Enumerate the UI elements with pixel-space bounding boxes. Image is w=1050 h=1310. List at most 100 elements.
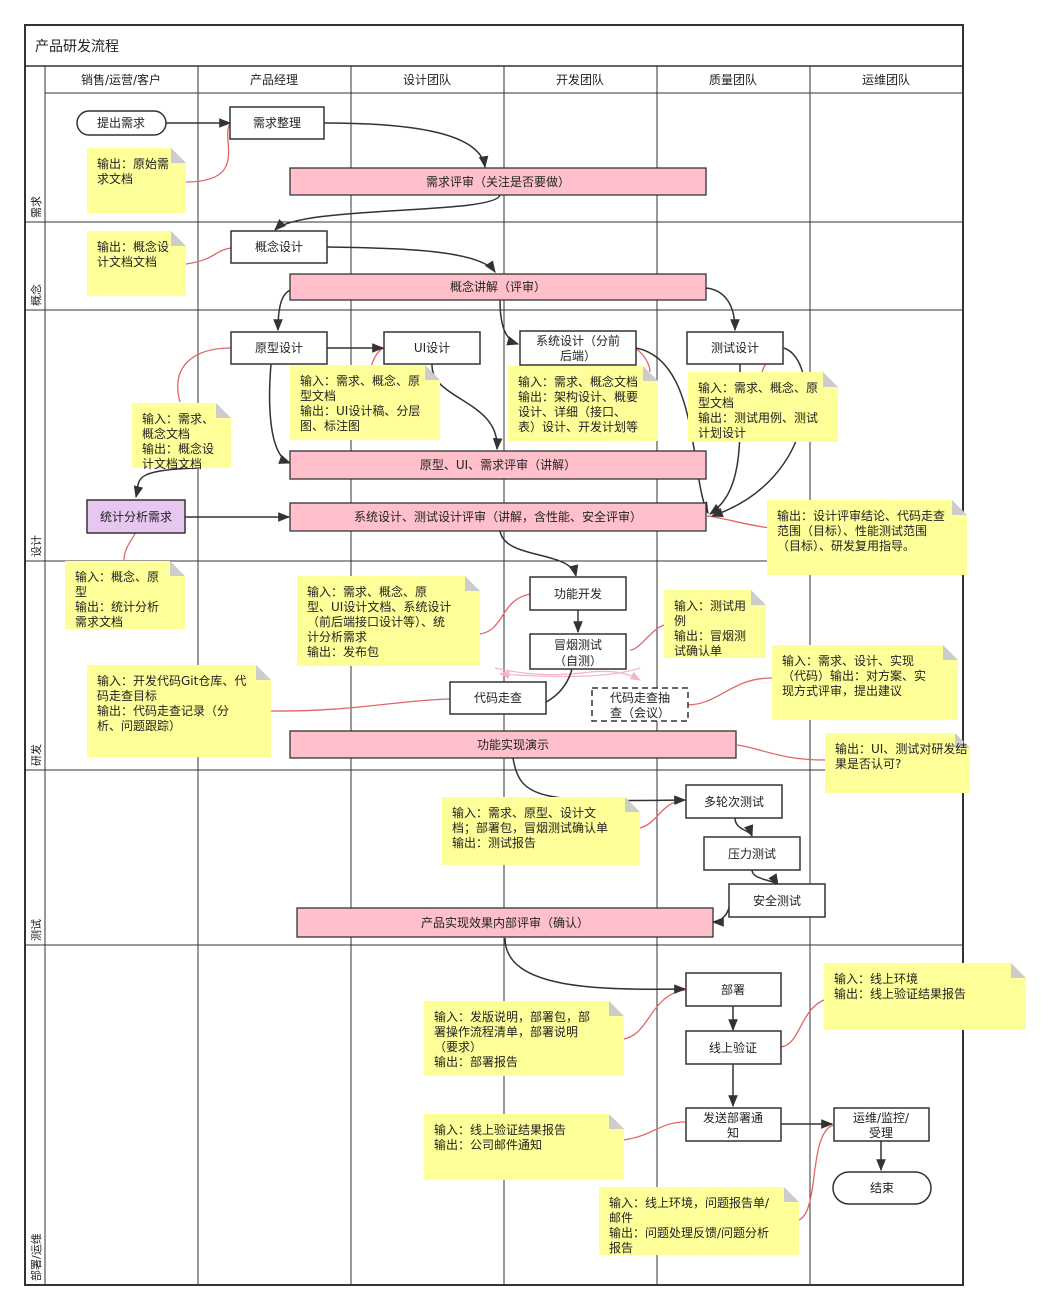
note-line: 输入：发版说明，部署包，部 xyxy=(434,1009,590,1024)
note-fold-icon xyxy=(171,231,186,246)
note-fold-icon xyxy=(609,1114,624,1129)
ops-monitor-label-1: 运维/监控/ xyxy=(853,1111,910,1125)
concept-review-bar xyxy=(289,273,707,301)
note-line: 输入：需求、概念、原 xyxy=(698,380,818,395)
note-line: 输出：设计评审结论、代码走查 xyxy=(777,508,945,523)
column-header-sales: 销售/运营/客户 xyxy=(81,72,161,87)
system-review-label: 系统设计、测试设计评审（讲解，含性能、安全评审） xyxy=(354,509,642,524)
column-header-design: 设计团队 xyxy=(403,72,451,87)
note-fold-icon xyxy=(643,366,658,381)
code-review-box xyxy=(449,681,547,715)
note-line: 码走查目标 xyxy=(97,689,157,703)
online-verify-label: 线上验证 xyxy=(709,1040,757,1055)
note-fold-icon xyxy=(609,1001,624,1016)
note-line: 计划设计 xyxy=(698,426,746,440)
note-line: 表）设计、开发计划等 xyxy=(518,419,638,434)
feature-dev-label: 功能开发 xyxy=(554,586,602,601)
prototype-design-box xyxy=(230,331,328,365)
note-fold-icon xyxy=(943,645,958,660)
smoke-test-box xyxy=(529,633,627,670)
requirement-organize-box xyxy=(229,106,325,140)
note-line: 型文档 xyxy=(698,395,734,410)
stress-test-label: 压力测试 xyxy=(728,846,776,861)
feature-dev-box xyxy=(529,576,627,611)
swimlane-grid xyxy=(24,24,964,1286)
start-node-label: 提出需求 xyxy=(97,115,145,130)
note-line: 概念文档 xyxy=(142,426,190,441)
note-line: 现方式评审，提出建议 xyxy=(782,683,902,698)
note-line: 输入：需求、概念、原 xyxy=(300,373,420,388)
note-line: 求文档 xyxy=(97,171,133,186)
note-fold-icon xyxy=(171,148,186,163)
note-line: 输出：概念设 xyxy=(97,239,169,254)
prototype-review-bar xyxy=(289,450,707,480)
process-boxes xyxy=(76,106,932,1205)
note-fold-icon xyxy=(425,365,440,380)
stats-analysis-label: 统计分析需求 xyxy=(100,510,172,524)
note-line: （代码）输出：对方案、实 xyxy=(782,668,926,683)
note-line: 型 xyxy=(75,585,87,599)
note-fold-icon xyxy=(625,797,640,812)
system-design-box xyxy=(519,330,637,366)
note-line: 输入：需求、原型、设计文 xyxy=(452,805,596,820)
ops-monitor-label-2: 受理 xyxy=(869,1126,893,1140)
internal-review-bar xyxy=(296,907,714,938)
note-line: 析、问题跟踪） xyxy=(97,719,181,733)
end-node-label: 结束 xyxy=(870,1181,894,1195)
ui-design-label: UI设计 xyxy=(414,341,450,355)
note-line: 邮件 xyxy=(609,1211,633,1225)
note-line: 输出：冒烟测 xyxy=(674,628,746,643)
note-line: 输入：线上环境，问题报告单/ xyxy=(609,1195,770,1210)
note-line: （目标）、研发复用指导。 xyxy=(777,538,915,553)
phase-labels: 需求 概念 设计 研发 测试 部署/运维 xyxy=(29,196,43,1281)
prototype-design-label: 原型设计 xyxy=(255,341,303,355)
phase-label-concept: 概念 xyxy=(29,284,43,306)
note-line: 输出：UI设计稿、分层 xyxy=(300,403,420,418)
deploy-box xyxy=(685,972,782,1007)
stats-analysis-box xyxy=(86,499,186,534)
demo-bar xyxy=(289,730,737,759)
test-design-box xyxy=(686,331,784,365)
note-fold-icon xyxy=(952,500,967,515)
internal-review-label: 产品实现效果内部评审（确认） xyxy=(421,915,589,930)
concept-design-label: 概念设计 xyxy=(255,239,303,254)
note-line: 输入：概念、原 xyxy=(75,569,159,584)
deploy-notify-box xyxy=(685,1107,782,1142)
security-test-box xyxy=(728,883,826,918)
note-line: 输入：开发代码Git仓库、代 xyxy=(97,673,246,688)
note-line: 设计、详细（接口、 xyxy=(518,404,626,419)
column-header-ops: 运维团队 xyxy=(862,72,910,87)
ui-design-box xyxy=(383,331,481,365)
note-line: 输出：代码走查记录（分 xyxy=(97,703,229,718)
prototype-review-label: 原型、UI、需求评审（讲解） xyxy=(420,457,576,472)
note-line: 输出：原始需 xyxy=(97,156,169,171)
phase-label-design: 设计 xyxy=(30,535,43,557)
note-line: 署操作流程清单，部署说明 xyxy=(434,1024,578,1039)
deploy-notify-label-2: 知 xyxy=(727,1126,739,1140)
note-line: 计分析需求 xyxy=(307,630,367,644)
note-line: 输入：测试用 xyxy=(674,598,746,613)
note-fold-icon xyxy=(823,372,838,387)
note-line: 型、UI设计文档、系统设计 xyxy=(307,599,451,614)
column-header-pm: 产品经理 xyxy=(250,73,298,87)
note-line: 输入：需求、概念、原 xyxy=(307,584,427,599)
system-design-label-1: 系统设计（分前 xyxy=(536,333,620,348)
system-design-label-2: 后端） xyxy=(560,349,596,363)
note-line: 范围（目标）、性能测试范围 xyxy=(777,523,927,538)
note-line: 输出：测试报告 xyxy=(452,835,536,850)
spot-check-connector xyxy=(494,667,641,681)
note-fold-icon xyxy=(170,561,185,576)
note-line: 例 xyxy=(674,614,686,628)
code-spot-check-label-2: 查（会议） xyxy=(610,706,670,720)
note-fold-icon xyxy=(256,665,271,680)
phase-label-testing: 测试 xyxy=(30,919,43,941)
